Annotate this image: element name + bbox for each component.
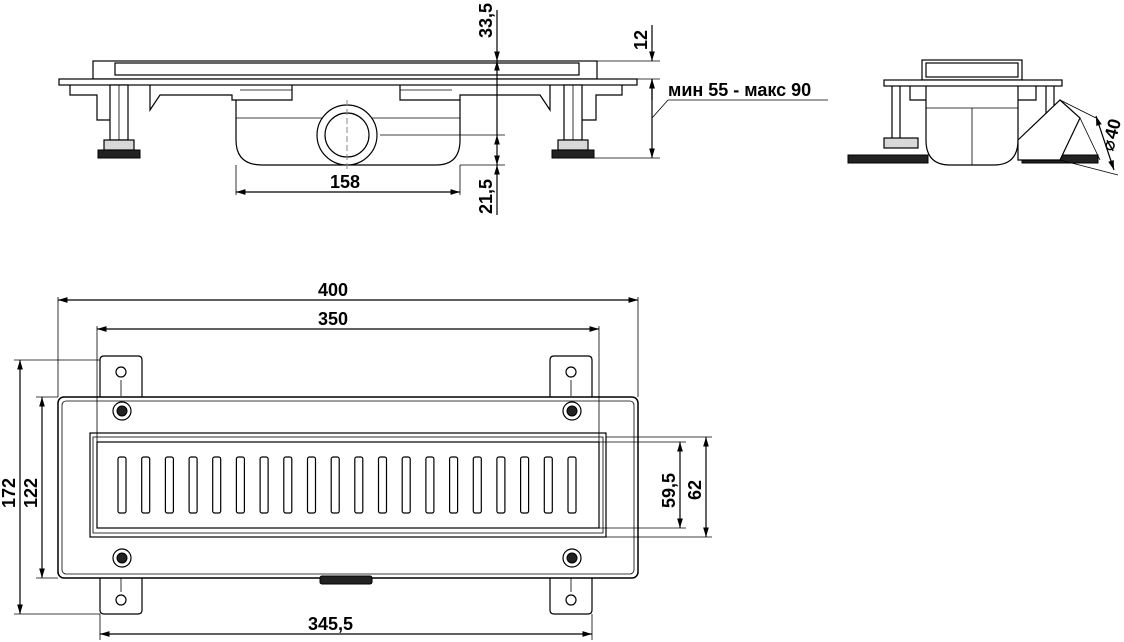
dim-33-5-label: 33,5: [476, 3, 496, 38]
grate-slot: [259, 456, 269, 514]
dim-12-label: 12: [631, 30, 651, 50]
mount-tab-bottom-right: [549, 578, 593, 615]
grate-slot: [306, 456, 317, 514]
grate-slot: [188, 456, 198, 514]
dim-400-label: 400: [318, 280, 348, 300]
side-flange: [883, 79, 1063, 87]
grate-slot: [425, 456, 435, 514]
dim-40-label: 40: [1101, 117, 1124, 142]
grate-slot: [212, 456, 222, 514]
top-view: 400 350 345,5 172 122 59,5 62: [0, 280, 712, 640]
side-outlet-pipe: [1017, 99, 1081, 161]
screw-top-left: [112, 401, 132, 421]
front-grate-top: [92, 60, 598, 80]
mount-tab-bottom-left: [99, 578, 143, 615]
dim-122-label: 122: [21, 478, 41, 508]
top-outlet: [319, 575, 373, 585]
dim-172-label: 172: [0, 478, 19, 508]
front-flange: [58, 78, 638, 86]
front-grate-inner: [114, 62, 580, 76]
mount-tab-top-left: [99, 355, 143, 397]
grate-slots: [117, 456, 577, 514]
grate-slot: [283, 456, 293, 514]
grate-slot: [401, 456, 411, 514]
front-view: 158 33,5 21,5 12 мин 55 - макс 90: [58, 3, 828, 215]
grate-slot: [377, 456, 388, 514]
dim-62-label: 62: [685, 480, 705, 500]
mount-tab-top-right: [549, 355, 593, 397]
grate-slot: [164, 456, 174, 514]
grate-slot: [519, 456, 530, 514]
dim-21-5-label: 21,5: [476, 179, 496, 214]
grate-frame-outer: [89, 432, 607, 538]
grate-slot: [472, 456, 482, 514]
grate-slot: [330, 456, 340, 514]
dim-range-label: мин 55 - макс 90: [668, 80, 811, 100]
dim-158-label: 158: [330, 172, 360, 192]
dim-59-5-label: 59,5: [659, 473, 679, 508]
grate-slot: [496, 456, 506, 514]
grate-slot: [354, 456, 364, 514]
grate-slot: [117, 456, 127, 514]
dim-diameter-symbol: ⌀: [1098, 137, 1120, 153]
screw-bottom-right: [562, 548, 582, 568]
grate-frame-inner: [96, 441, 600, 529]
front-channel-body: [69, 85, 623, 121]
grate-slot: [567, 456, 577, 514]
grate-slot: [235, 456, 245, 514]
dim-345-5-label: 345,5: [308, 614, 353, 634]
side-view: ⌀ 40: [847, 59, 1124, 176]
front-right-foot: [551, 84, 595, 159]
screw-bottom-left: [112, 548, 132, 568]
screw-top-right: [562, 401, 582, 421]
dim-350-label: 350: [318, 309, 348, 329]
grate-slot: [141, 456, 151, 514]
grate-slot: [543, 456, 553, 514]
front-left-foot: [97, 84, 141, 159]
grate-slot: [449, 456, 459, 514]
